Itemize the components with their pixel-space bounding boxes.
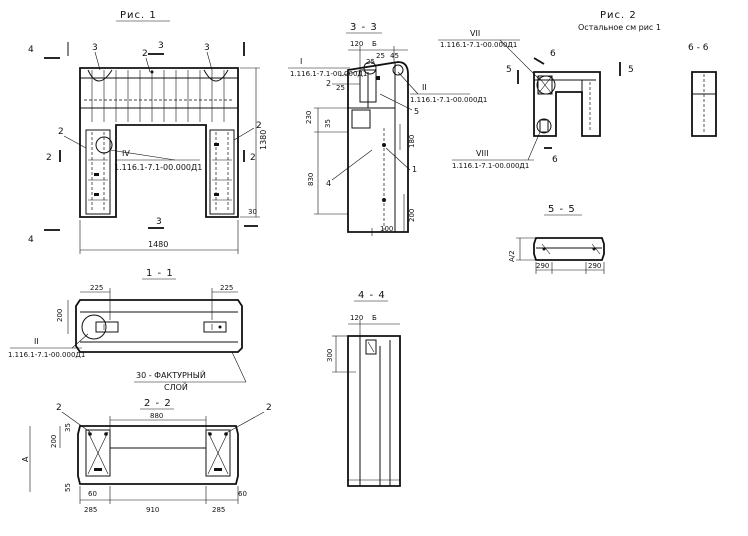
layer-note-1: 30 - ФАКТУРНЫЙ (136, 369, 206, 380)
dim-285b: 285 (212, 506, 225, 514)
mark-2-right: 2 (256, 121, 262, 131)
title-2-2: 2 - 2 (144, 398, 172, 409)
roman-ii: II (422, 83, 427, 92)
dim-55: 55 (64, 483, 72, 492)
dim-120: 120 (350, 40, 363, 48)
dim-1480: 1480 (148, 240, 168, 249)
section-55-outline (533, 237, 605, 261)
dim-225a: 225 (90, 284, 103, 292)
mark-4-bottom: 4 (28, 235, 34, 245)
dim-200c: 200 (50, 435, 58, 448)
roman-viii: VIII (476, 149, 489, 158)
dim-910: 910 (146, 506, 159, 514)
dim-225b: 225 (220, 284, 233, 292)
dim-120b: 120 (350, 314, 363, 322)
fig2-note: Остальное см рис 1 (578, 23, 661, 32)
mark-5-s33: 5 (414, 107, 419, 116)
mark-5-left: 5 (506, 65, 512, 75)
mark-2-right2: 2 (250, 153, 256, 163)
roman-vii: VII (470, 29, 480, 38)
fig1-front-view: Рис. 1 (28, 10, 268, 254)
mark-4-s33: 4 (326, 179, 331, 188)
roman-iv: IV (122, 149, 130, 158)
section-44-outline (347, 335, 401, 487)
mark-6-bottom: 6 (552, 155, 558, 165)
dim-45: 45 (390, 52, 399, 60)
dim-35b: 35 (64, 423, 72, 432)
mark-2-top: 2 (142, 49, 148, 59)
right-column-cage (209, 129, 235, 215)
ref-viii: 1.116.1-7.1-00.000Д1 (452, 162, 529, 170)
dim-25a: 25 (366, 58, 375, 66)
mark-4-top: 4 (28, 45, 34, 55)
title-4-4: 4 - 4 (358, 290, 386, 301)
lifting-loop-right (203, 69, 229, 82)
dim-285a: 285 (84, 506, 97, 514)
left-column-cage (85, 129, 111, 215)
title-5-5: 5 - 5 (548, 204, 576, 215)
layer-note-2: СЛОЙ (164, 381, 188, 392)
frame-outline (79, 67, 239, 218)
fig2-title: Рис. 2 (600, 10, 637, 21)
section-3-3: 3 - 3 120 Б 25 25 25 45 I 1.116.1-7.1-00… (288, 22, 487, 236)
beam-rebars (91, 70, 225, 122)
title-1-1: 1 - 1 (146, 268, 174, 279)
title-3-3: 3 - 3 (350, 22, 378, 33)
dim-830: 830 (307, 173, 315, 186)
dim-A: А (21, 456, 30, 462)
dim-1380: 1380 (259, 130, 268, 150)
mark-2-left2: 2 (46, 153, 52, 163)
dim-180: 180 (408, 135, 416, 148)
mark-3-left: 3 (92, 43, 98, 53)
mark-2-left: 2 (58, 127, 64, 137)
mark-2-22a: 2 (56, 403, 62, 413)
mark-3-bottom: 3 (156, 217, 162, 227)
mark-6-top: 6 (550, 49, 556, 59)
section-5-5: 5 - 5 А/2 290 290 (508, 204, 605, 274)
dim-880: 880 (150, 412, 163, 420)
detail-iv-circle (95, 136, 113, 154)
dim-300: 300 (326, 349, 334, 362)
ref-i: 1.116.1-7.1-00.000Д1 (290, 70, 367, 78)
dim-200: 200 (408, 209, 416, 222)
title-6-6: 6 - 6 (688, 43, 709, 53)
mark-3-top: 3 (158, 41, 164, 51)
section-4-4: 4 - 4 120 Б 300 (326, 290, 401, 487)
section-1-1: 1 - 1 225 225 200 II 1.116.1-7.1-00.000Д… (8, 268, 247, 392)
dim-30: 30 (248, 208, 257, 216)
mark-2-22b: 2 (266, 403, 272, 413)
dim-230: 230 (305, 111, 313, 124)
mark-5-right: 5 (628, 65, 634, 75)
mark-2-s33: 2 (326, 79, 331, 88)
dim-25b: 25 (336, 84, 345, 92)
dim-A2: А/2 (508, 250, 516, 262)
fig1-title: Рис. 1 (120, 10, 157, 21)
dim-290b: 290 (588, 262, 601, 270)
section-22-outline (77, 425, 239, 485)
roman-ii-11: II (34, 337, 39, 346)
ref-iv: 1.116.1-7.1-00.000Д1 (114, 163, 202, 172)
fig2-detail: Рис. 2 Остальное см рис 1 6 - 6 6 6 5 5 … (438, 10, 717, 170)
section-33-outline (347, 61, 409, 233)
dim-200b: 200 (56, 309, 64, 322)
lifting-loop-left (87, 69, 113, 82)
dim-290a: 290 (536, 262, 549, 270)
mark-1: 1 (412, 165, 417, 174)
section-66-outline (691, 71, 717, 137)
dim-60a: 60 (88, 490, 97, 498)
ref-ii-11: 1.116.1-7.1-00.000Д1 (8, 351, 85, 359)
dim-100: 100 (380, 225, 393, 233)
ref-ii: 1.116.1-7.1-00.000Д1 (410, 96, 487, 104)
dim-b2: Б (372, 314, 377, 322)
dim-b: Б (372, 40, 377, 48)
ref-vii: 1.116.1-7.1-00.000Д1 (440, 41, 517, 49)
dim-35a: 35 (324, 119, 332, 128)
section-11-outline (75, 299, 243, 353)
mark-3-right: 3 (204, 43, 210, 53)
dim-60b: 60 (238, 490, 247, 498)
dim-25c: 25 (376, 52, 385, 60)
section-2-2: 2 - 2 2 2 880 А 200 35 55 (21, 398, 272, 514)
roman-i: I (300, 57, 302, 66)
